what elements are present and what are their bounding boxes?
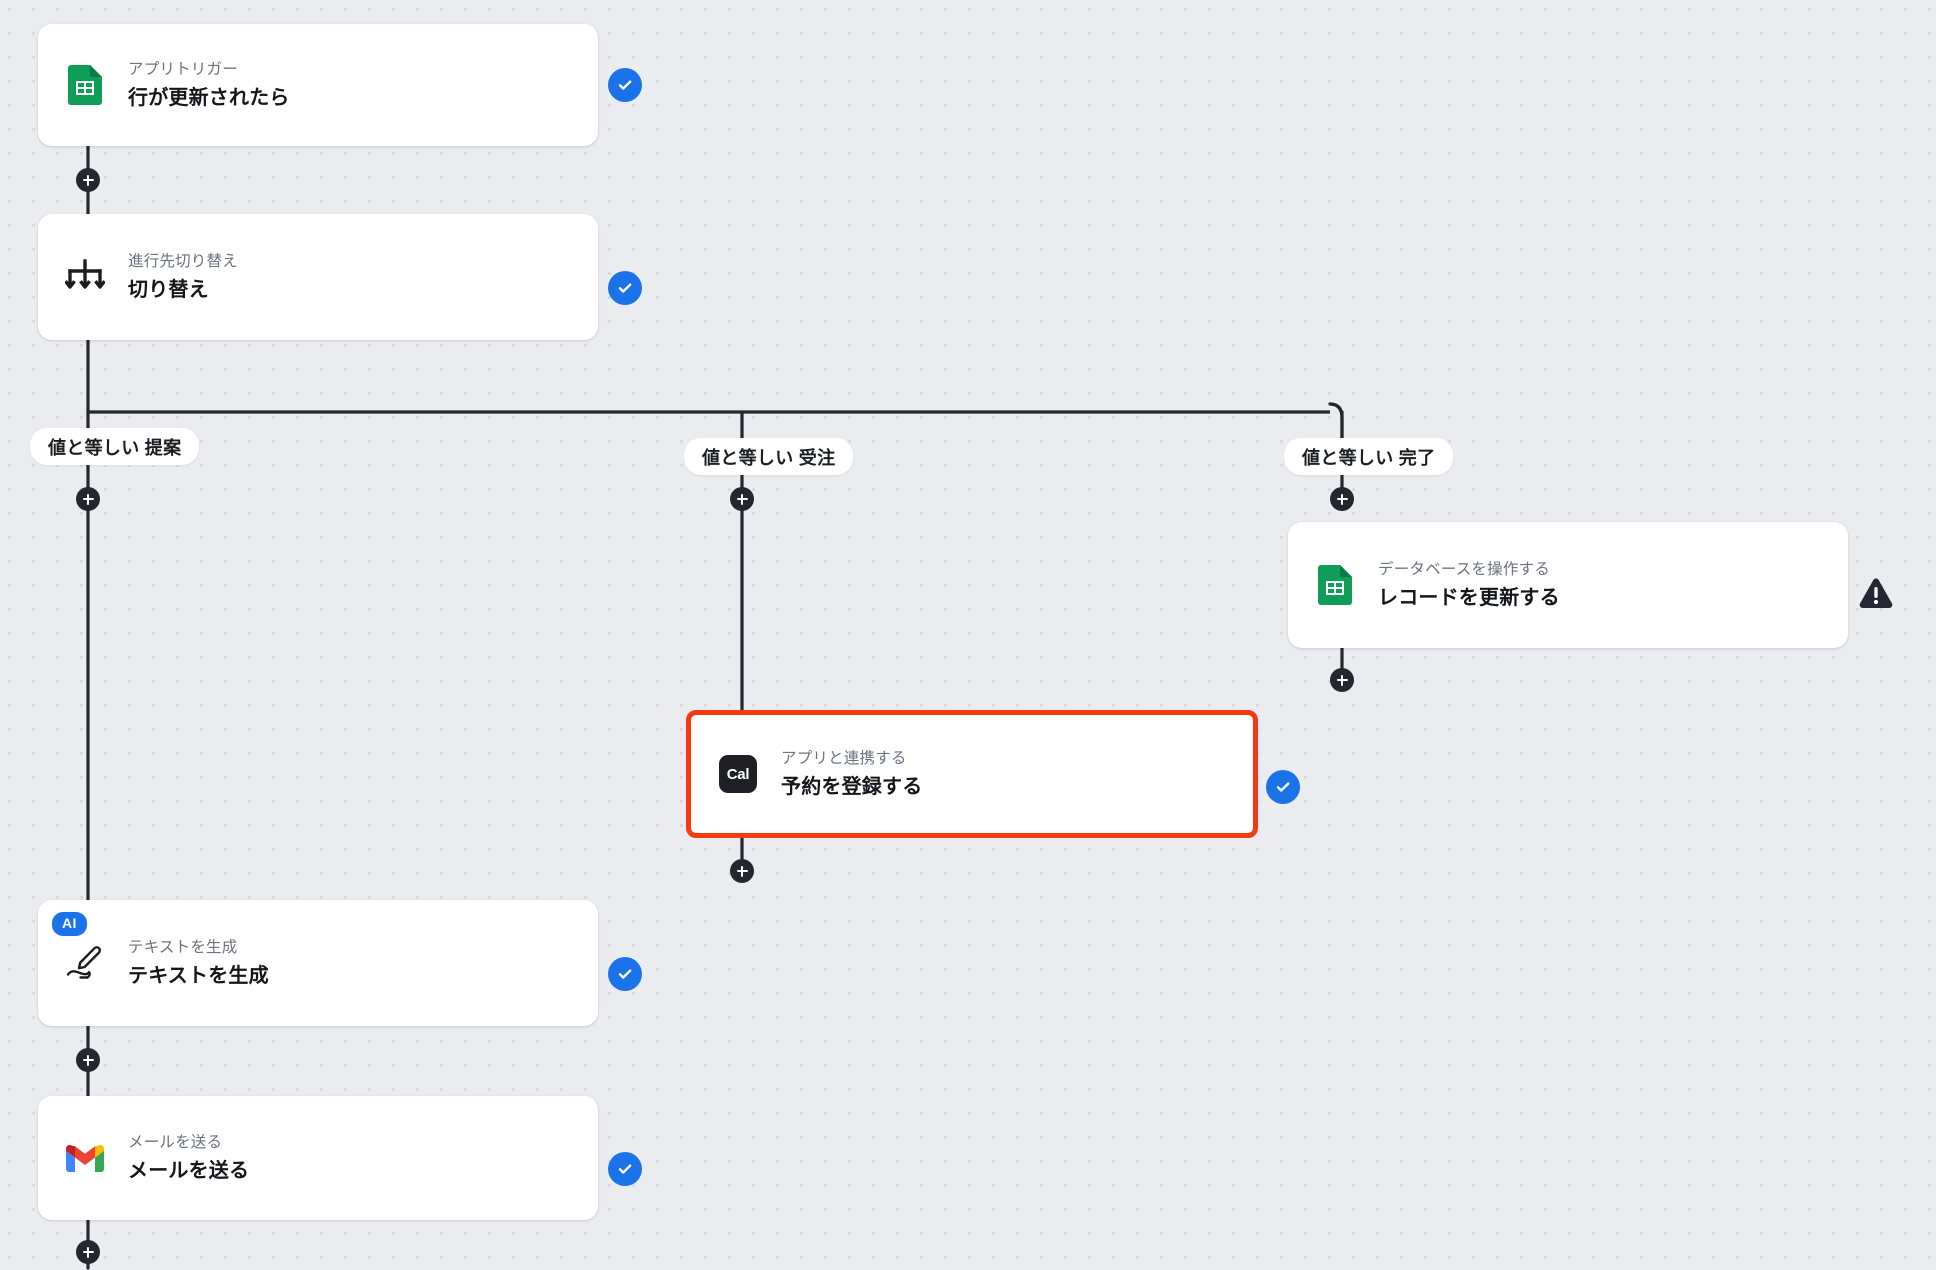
google-sheets-icon xyxy=(64,64,106,106)
node-title: 切り替え xyxy=(128,279,209,302)
warning-triangle-icon xyxy=(1859,578,1893,608)
status-badge-switch[interactable] xyxy=(608,271,642,305)
branch-label-text: 値と等しい 提案 xyxy=(48,437,182,458)
node-card-generate-text[interactable]: テキストを生成 テキストを生成 xyxy=(38,900,598,1026)
node-text-generate-text: テキストを生成 テキストを生成 xyxy=(128,936,269,990)
status-badge-cal-booking[interactable] xyxy=(1266,770,1300,804)
node-title: 予約を登録する xyxy=(781,776,923,799)
node-text-trigger: アプリトリガー 行が更新されたら xyxy=(128,58,290,112)
branch-label-done[interactable]: 値と等しい 完了 xyxy=(1284,438,1454,475)
add-step-button-after-cal-booking[interactable] xyxy=(730,859,754,883)
node-text-cal-booking: アプリと連携する 予約を登録する xyxy=(781,747,922,801)
branch-label-proposal[interactable]: 値と等しい 提案 xyxy=(30,428,200,465)
node-card-switch[interactable]: 進行先切り替え 切り替え xyxy=(38,214,598,340)
node-title: レコードを更新する xyxy=(1378,587,1560,610)
check-circle-icon xyxy=(618,1164,632,1174)
node-title: テキストを生成 xyxy=(128,965,269,988)
node-card-trigger[interactable]: アプリトリガー 行が更新されたら xyxy=(38,24,598,146)
add-step-button-after-trigger[interactable] xyxy=(76,168,100,192)
node-subtitle: テキストを生成 xyxy=(128,938,238,956)
add-step-button-after-update-record[interactable] xyxy=(1330,668,1354,692)
add-step-button-after-send-mail[interactable] xyxy=(76,1240,100,1264)
add-step-button-branch-proposal[interactable] xyxy=(76,487,100,511)
node-text-switch: 進行先切り替え 切り替え xyxy=(128,250,238,304)
ai-badge: AI xyxy=(52,912,87,936)
add-step-button-branch-done[interactable] xyxy=(1330,487,1354,511)
ai-badge-label: AI xyxy=(62,915,77,931)
node-subtitle: アプリと連携する xyxy=(781,749,907,767)
check-circle-icon xyxy=(618,283,632,293)
node-text-send-mail: メールを送る メールを送る xyxy=(128,1131,249,1185)
cal-com-icon: Cal xyxy=(717,753,759,795)
branch-label-text: 値と等しい 完了 xyxy=(1302,447,1436,468)
status-badge-send-mail[interactable] xyxy=(608,1152,642,1186)
node-text-update-record: データベースを操作する レコードを更新する xyxy=(1378,558,1560,612)
branch-label-text: 値と等しい 受注 xyxy=(702,447,836,468)
gmail-icon xyxy=(64,1137,106,1179)
branch-label-order[interactable]: 値と等しい 受注 xyxy=(684,438,854,475)
switch-branch-icon xyxy=(64,256,106,298)
check-circle-icon xyxy=(618,80,632,90)
node-title: 行が更新されたら xyxy=(128,87,290,110)
check-circle-icon xyxy=(1276,782,1290,792)
node-subtitle: データベースを操作する xyxy=(1378,560,1550,578)
status-badge-trigger[interactable] xyxy=(608,68,642,102)
pen-write-icon xyxy=(64,942,106,984)
check-circle-icon xyxy=(618,969,632,979)
node-subtitle: アプリトリガー xyxy=(128,60,238,78)
node-subtitle: メールを送る xyxy=(128,1133,223,1151)
status-badge-update-record[interactable] xyxy=(1858,576,1894,610)
node-card-cal-booking[interactable]: Cal アプリと連携する 予約を登録する xyxy=(686,710,1258,838)
status-badge-generate-text[interactable] xyxy=(608,957,642,991)
node-subtitle: 進行先切り替え xyxy=(128,252,238,270)
node-title: メールを送る xyxy=(128,1160,250,1183)
node-card-update-record[interactable]: データベースを操作する レコードを更新する xyxy=(1288,522,1848,648)
cal-com-icon-label: Cal xyxy=(719,755,757,793)
google-sheets-icon xyxy=(1314,564,1356,606)
add-step-button-branch-order[interactable] xyxy=(730,487,754,511)
node-card-send-mail[interactable]: メールを送る メールを送る xyxy=(38,1096,598,1220)
add-step-button-after-generate-text[interactable] xyxy=(76,1048,100,1072)
